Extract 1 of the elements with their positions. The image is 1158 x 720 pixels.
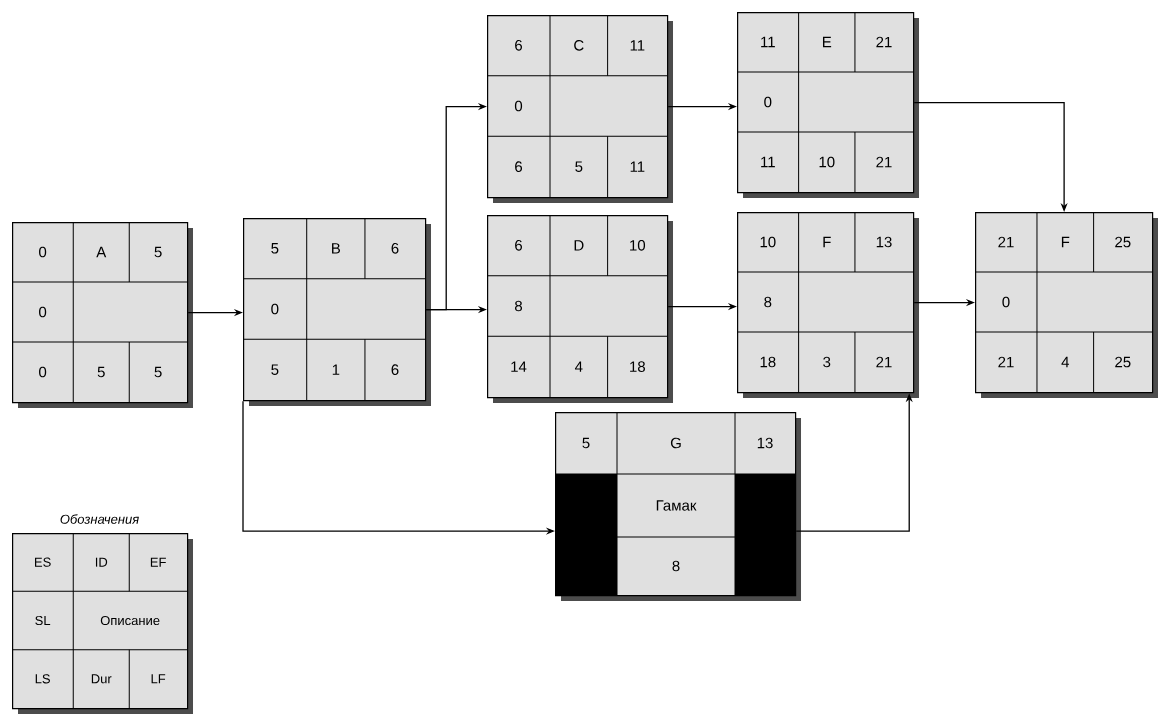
legend-title: Обозначения	[60, 514, 139, 524]
